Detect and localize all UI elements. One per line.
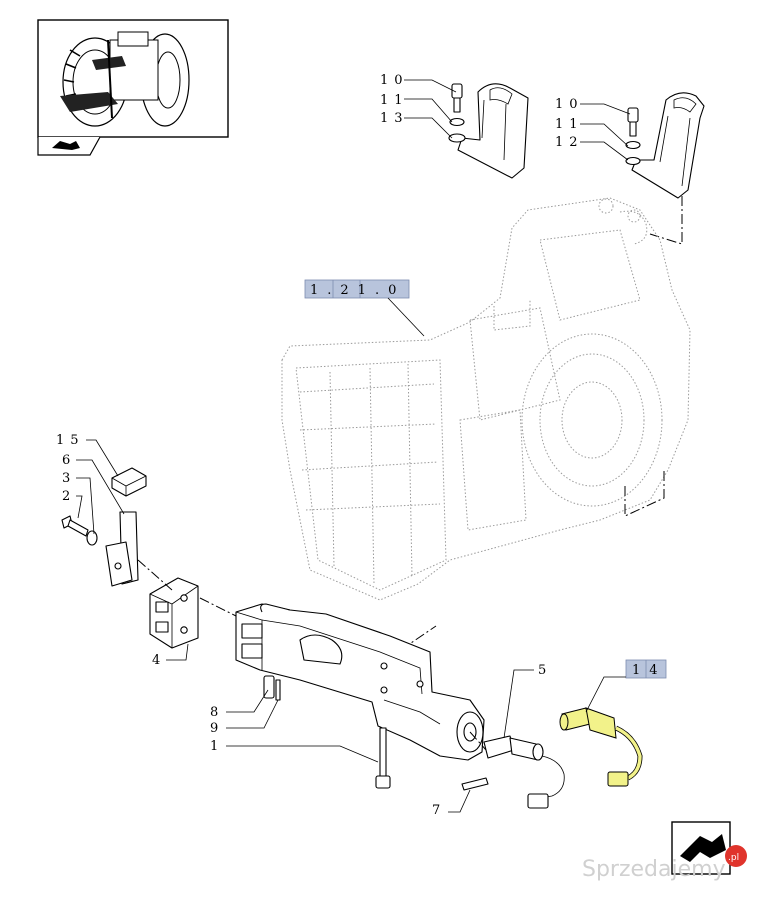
leader-14 xyxy=(585,676,626,713)
callout-4: 4 xyxy=(152,653,166,668)
pin-part-8 xyxy=(263,675,281,701)
callout-3: 3 xyxy=(62,471,76,486)
bolt-10-left xyxy=(448,83,466,143)
callout-10-left: 10 xyxy=(380,73,409,88)
callout-12: 12 xyxy=(555,135,584,150)
bolt-10-right xyxy=(625,107,641,166)
callout-1: 1 xyxy=(210,739,224,754)
dash-housing-left xyxy=(385,625,437,661)
dash-sensor xyxy=(469,731,487,751)
pad-part-15 xyxy=(111,467,147,497)
transmission-housing-ghost xyxy=(281,197,691,601)
block-part-4 xyxy=(149,577,199,649)
callout-8: 8 xyxy=(210,705,224,720)
callout-9: 9 xyxy=(210,721,224,736)
dash-4-main xyxy=(199,597,237,617)
callout-15: 15 xyxy=(56,433,85,448)
bracket-left xyxy=(457,83,529,179)
callout-7: 7 xyxy=(432,803,446,818)
leader-lines xyxy=(76,79,631,813)
bolt-part-1 xyxy=(375,727,391,789)
bolt-part-2 xyxy=(61,515,98,546)
callout-13: 13 xyxy=(380,111,409,126)
callout-11-left: 11 xyxy=(380,93,409,108)
callout-11-right: 11 xyxy=(555,117,584,132)
arrow-forward-icon[interactable] xyxy=(671,821,731,875)
tractor-thumbnail-icon[interactable] xyxy=(37,19,229,156)
reference-label-text: 1.21.0 xyxy=(310,283,405,298)
part-14-label-box[interactable]: 14 xyxy=(625,659,667,679)
dash-bracket-right xyxy=(649,196,683,245)
sensor-part-14-highlighted[interactable] xyxy=(559,707,643,787)
bracket-part-6 xyxy=(105,511,139,587)
lift-housing-main xyxy=(235,603,485,761)
dash-6-4 xyxy=(137,559,173,591)
watermark-suffix: .pl xyxy=(728,853,739,863)
pin-part-7 xyxy=(461,777,489,791)
callout-6: 6 xyxy=(62,453,76,468)
reference-label-box[interactable]: 1.21.0 xyxy=(304,279,410,299)
watermark-text: Sprzedajemy xyxy=(582,857,726,882)
callout-10-right: 10 xyxy=(555,97,584,112)
bracket-right xyxy=(631,92,705,199)
callout-2: 2 xyxy=(62,489,76,504)
watermark: Sprzedajemy .pl xyxy=(582,845,747,882)
part-14-label: 14 xyxy=(632,663,667,678)
callout-labels: 10 11 13 10 11 12 15 6 3 2 4 8 9 1 5 7 xyxy=(56,73,584,818)
callout-5: 5 xyxy=(538,663,552,678)
dash-housing-right xyxy=(624,470,665,517)
leader-reference xyxy=(387,297,425,337)
sensor-part-5 xyxy=(483,735,565,809)
